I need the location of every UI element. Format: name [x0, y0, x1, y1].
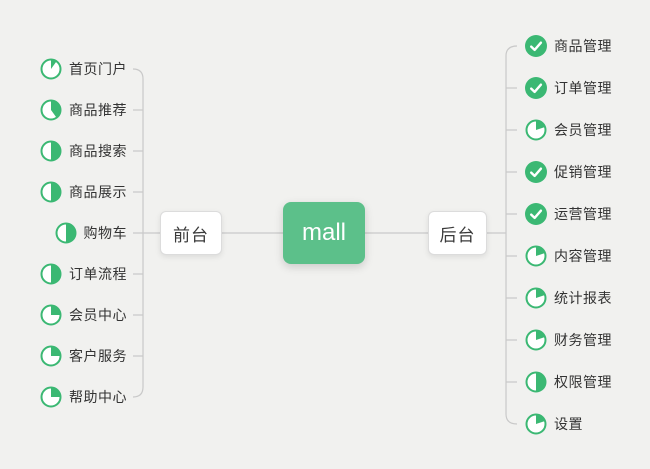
check-icon — [525, 161, 547, 183]
feature-node[interactable]: 财务管理 — [525, 328, 612, 352]
front-branch-node[interactable]: 前台 — [160, 211, 222, 255]
progress-icon — [525, 329, 547, 351]
feature-node-label: 订单管理 — [554, 80, 612, 96]
progress-icon — [40, 386, 62, 408]
progress-icon — [40, 181, 62, 203]
feature-node-label: 统计报表 — [554, 290, 612, 306]
progress-icon — [40, 304, 62, 326]
feature-node[interactable]: 商品展示 — [40, 180, 127, 204]
feature-node-label: 购物车 — [83, 225, 127, 241]
feature-node-label: 商品管理 — [554, 38, 612, 54]
feature-node[interactable]: 订单管理 — [525, 76, 612, 100]
feature-node[interactable]: 帮助中心 — [40, 385, 127, 409]
feature-node[interactable]: 统计报表 — [525, 286, 612, 310]
progress-icon — [525, 287, 547, 309]
back-branch-node[interactable]: 后台 — [428, 211, 487, 255]
feature-node-label: 会员管理 — [554, 122, 612, 138]
feature-node[interactable]: 会员管理 — [525, 118, 612, 142]
feature-node-label: 商品展示 — [69, 184, 127, 200]
feature-node[interactable]: 商品管理 — [525, 34, 612, 58]
feature-node-label: 促销管理 — [554, 164, 612, 180]
feature-node[interactable]: 首页门户 — [40, 57, 127, 81]
progress-icon — [40, 263, 62, 285]
feature-node[interactable]: 内容管理 — [525, 244, 612, 268]
feature-node-label: 权限管理 — [554, 374, 612, 390]
feature-node-label: 商品搜索 — [69, 143, 127, 159]
feature-node-label: 客户服务 — [69, 348, 127, 364]
feature-node-label: 内容管理 — [554, 248, 612, 264]
feature-node[interactable]: 订单流程 — [40, 262, 127, 286]
feature-node[interactable]: 会员中心 — [40, 303, 127, 327]
feature-node[interactable]: 商品搜索 — [40, 139, 127, 163]
feature-node[interactable]: 设置 — [525, 412, 583, 436]
feature-node[interactable]: 购物车 — [55, 221, 128, 245]
feature-node[interactable]: 运营管理 — [525, 202, 612, 226]
progress-icon — [40, 345, 62, 367]
root-node[interactable]: mall — [283, 202, 365, 264]
feature-node-label: 商品推荐 — [69, 102, 127, 118]
feature-node[interactable]: 促销管理 — [525, 160, 612, 184]
check-icon — [525, 35, 547, 57]
progress-icon — [525, 371, 547, 393]
feature-node-label: 首页门户 — [69, 61, 127, 77]
feature-node[interactable]: 商品推荐 — [40, 98, 127, 122]
front-branch-label: 前台 — [173, 225, 209, 245]
progress-icon — [40, 99, 62, 121]
root-node-label: mall — [301, 219, 346, 246]
check-icon — [525, 203, 547, 225]
check-icon — [525, 77, 547, 99]
feature-node[interactable]: 客户服务 — [40, 344, 127, 368]
feature-node-label: 运营管理 — [554, 206, 612, 222]
feature-node-label: 订单流程 — [69, 266, 127, 282]
feature-node-label: 会员中心 — [69, 307, 127, 323]
back-branch-label: 后台 — [439, 225, 476, 245]
feature-node-label: 设置 — [554, 416, 583, 432]
progress-icon — [525, 413, 547, 435]
feature-node-label: 帮助中心 — [69, 389, 127, 405]
right-branch-spine — [505, 45, 518, 425]
progress-icon — [40, 58, 62, 80]
feature-node-label: 财务管理 — [554, 332, 612, 348]
feature-node[interactable]: 权限管理 — [525, 370, 612, 394]
progress-icon — [40, 140, 62, 162]
progress-icon — [55, 222, 77, 244]
progress-icon — [525, 119, 547, 141]
progress-icon — [525, 245, 547, 267]
